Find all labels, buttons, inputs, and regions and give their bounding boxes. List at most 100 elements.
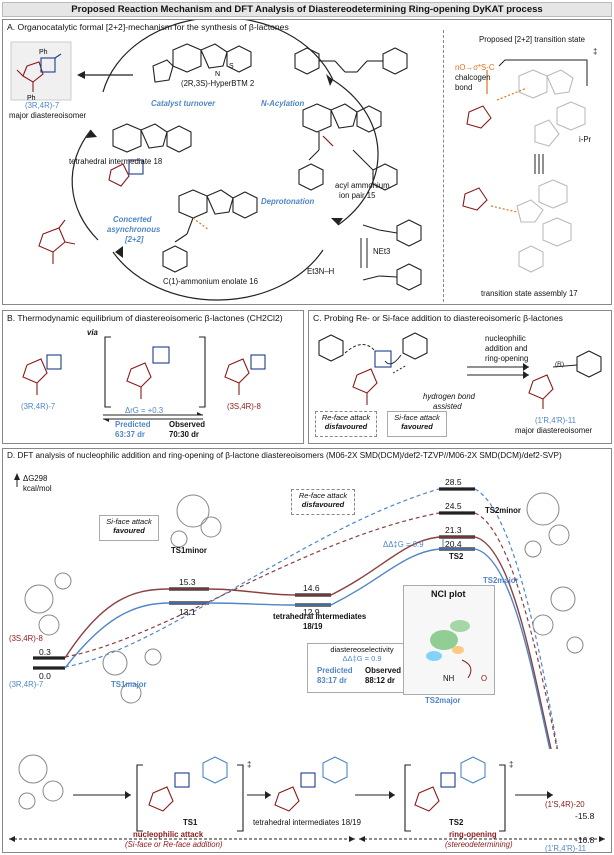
energy-24-5: 24.5 [445,501,462,511]
dagger-2: ‡ [509,760,514,769]
concerted-label-2: asynchronous [107,225,161,234]
predicted-label: Predicted [115,420,151,429]
d-si-verdict: favoured [113,525,145,535]
si-face-text: Si-face attack [394,413,440,422]
scheme-ts1-label: TS1 [183,818,198,827]
energy-20-4: 20.4 [445,539,462,549]
c-arrow-label-2: addition and [485,344,528,353]
ts2major-label: TS2major [483,576,519,585]
ts2-label: TS2 [449,552,464,561]
c-arrow-label-3: ring-opening [485,354,529,363]
catalyst-turnover-label: Catalyst turnover [151,99,216,108]
c-product-sub: major diastereoisomer [515,426,593,435]
energy-0-0: 0.0 [39,671,51,681]
ts1minor-label: TS1minor [171,546,207,555]
panel-a-scheme: Ph Ph N S [10,20,422,301]
et3nh-label: Et3N–H [307,267,335,276]
si-face-favoured-box: Si-face attack favoured [99,515,159,541]
ts1major-label: TS1major [111,680,147,689]
re-face-box: Re-face attack disfavoured [315,411,377,437]
ncl-o-label: O [481,674,488,683]
dsel-title: diastereoselectivity [330,645,394,654]
energy-14-6: 14.6 [303,583,320,593]
energy-28-5: 28.5 [445,477,462,487]
tetra-label-2: 18/19 [303,622,323,631]
ncl-title: NCI plot [431,589,466,599]
nuc-attack-sub: (Si-face or Re-face addition) [125,840,223,849]
acyl-ammonium-label-1: acyl ammonium [335,181,390,190]
panel-b-heading: B. Thermodynamic equilibrium of diastere… [7,313,283,323]
dsel-pred-label: Predicted [317,666,353,675]
energy-minus-16-8: -16.8 [575,835,595,845]
hbond-label-2: assisted [433,402,462,411]
svg-text:Ph: Ph [39,49,48,56]
ncl-ts-label: TS2major [425,696,461,705]
ncl-plot-box [403,585,495,695]
ipr-label: i-Pr [579,135,592,144]
panel-b: B. Thermodynamic equilibrium of diastere… [2,310,304,444]
scheme-tetra-label: tetrahedral intermediates 18/19 [253,818,361,827]
d-re-text: Re-face attack [298,491,348,500]
panel-d-heading: D. DFT analysis of nucleophilic addition… [7,451,562,460]
chalcogen-label-3: bond [455,83,473,92]
ts-title: Proposed [2+2] transition state [479,35,585,44]
energy-15-3: 15.3 [179,577,196,587]
y-axis-label-2: kcal/mol [23,484,52,493]
delta-g-label: ΔrG = +0.3 [125,406,164,415]
r-stereo-label: (R) [555,361,565,368]
ring-opening-label: ring-opening [449,830,497,839]
ncl-nh-label: NH [443,674,455,683]
panel-c-heading: C. Probing Re- or Si-face addition to di… [313,313,563,323]
via-label: via [87,328,98,337]
svg-text:S: S [229,63,234,70]
ts-structures [462,59,588,273]
net3-label: NEt3 [373,247,391,256]
si-face-box: Si-face attack favoured [387,411,447,437]
dsel-obs-label: Observed [365,666,401,675]
panel-c: C. Probing Re- or Si-face addition to di… [308,310,612,444]
observed-label: Observed [169,420,205,429]
ncl-plot-image [426,620,472,679]
chalcogen-label-2: chalcogen [455,73,491,82]
tetra-label-1: tetrahedral intermediates [273,612,367,621]
energy-21-3: 21.3 [445,525,462,535]
dsel-obs-value: 88:12 dr [365,676,395,685]
ts2minor-label: TS2minor [485,506,521,515]
figure-title: Proposed Reaction Mechanism and DFT Anal… [2,2,612,17]
energy-profile [14,473,584,749]
d-re-verdict: disfavoured [301,499,345,509]
n-acylation-label: N-Acylation [261,99,305,108]
panel-b-left-label: (3R,4R)-7 [21,402,56,411]
dsel-ddg: ΔΔ‡G = 0.9 [342,653,382,663]
ts-dagger: ‡ [593,47,598,56]
panel-a-heading: A. Organocatalytic formal [2+2]-mechanis… [7,22,289,32]
tetrahedral-label: tetrahedral intermediate 18 [69,157,163,166]
energy-0-3: 0.3 [39,647,51,657]
ts-divider [443,30,444,302]
dsel-pred-value: 83:17 dr [317,676,347,685]
scheme-ts2-label: TS2 [449,818,464,827]
dagger-1: ‡ [247,760,252,769]
lbl-8: (3S,4R)-8 [9,634,43,643]
hbond-label-1: hydrogen bond [423,392,476,401]
nuc-attack-label: nucleophilic attack [133,830,204,839]
panel-b-right-label: (3S,4R)-8 [227,402,261,411]
panel-b-scheme [22,336,266,422]
energy-13-1: 13.1 [179,607,196,617]
concerted-label-3: [2+2] [125,235,144,244]
panel-c-scheme [318,332,602,409]
chalcogen-label-1: nO→σ*S-C [455,63,495,72]
svg-text:N: N [215,71,220,78]
ring-opening-sub: (stereodetermining) [445,840,513,849]
lbl-20: (1'S,4R)-20 [545,800,585,809]
c-arrow-label-1: nucleophilic [485,334,526,343]
concerted-label-1: Concerted [113,215,152,224]
d-si-text: Si-face attack [106,517,152,526]
catalyst-label: (2R,3S)-HyperBTM 2 [181,79,255,88]
svg-text:Ph: Ph [27,95,36,102]
re-face-text: Re-face attack [321,413,371,422]
product-sublabel: major diastereoisomer [9,111,87,120]
bottom-scheme [9,754,605,842]
predicted-value: 63:37 dr [115,430,145,439]
product-label: (3R,4R)-7 [25,101,60,110]
